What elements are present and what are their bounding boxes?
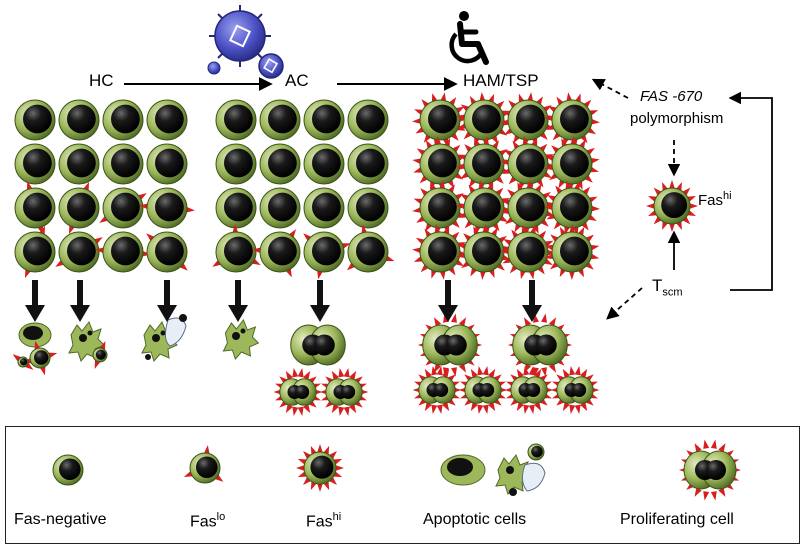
- grid-cell: [139, 187, 195, 229]
- apoptotic-fragment: [22, 340, 58, 376]
- legend-box: [5, 426, 800, 544]
- fas-gene-label: FAS -670: [640, 88, 703, 105]
- legend-icon-proliferating: [679, 439, 741, 501]
- tscm-label: Tscm: [652, 276, 683, 299]
- proliferating-cell: [504, 365, 554, 415]
- grid-cell: [456, 224, 512, 280]
- grid-cell: [544, 224, 600, 280]
- proliferating-cell: [417, 313, 483, 377]
- grid-cell: [500, 136, 556, 192]
- proliferating-cell: [458, 365, 508, 415]
- grid-cell: [303, 99, 345, 141]
- grid-cell: [412, 224, 468, 280]
- grid-cell: [58, 99, 100, 141]
- grid-cell: [55, 231, 103, 273]
- grid-cell: [259, 187, 301, 229]
- annotation-arrows: [591, 78, 773, 320]
- legend-label-proliferating: Proliferating cell: [620, 511, 734, 528]
- proliferating-cell: [550, 365, 600, 415]
- grid-cell: [58, 143, 100, 185]
- wheelchair-icon: [449, 11, 489, 65]
- grid-cell: [544, 180, 600, 236]
- proliferating-cell: [319, 367, 369, 417]
- legend-label-fas-hi: Fashi: [306, 511, 342, 531]
- grid-cell: [215, 187, 257, 229]
- apoptosis-proliferation: [12, 180, 698, 417]
- cell-grids: [14, 92, 600, 280]
- grid-cell: [544, 92, 600, 148]
- polymorphism-label: polymorphism: [630, 110, 724, 127]
- grid-cell: [14, 143, 56, 185]
- grid-cell: [412, 92, 468, 148]
- proliferating-cell: [412, 365, 462, 415]
- stage-label-ac: AC: [285, 71, 309, 90]
- grid-cell: [14, 225, 56, 279]
- grid-cell: [259, 99, 301, 141]
- apoptotic-fragment: [12, 354, 34, 370]
- grid-cell: [146, 99, 188, 141]
- grid-cell: [146, 231, 188, 273]
- grid-cell: [303, 231, 351, 280]
- grid-cell: [14, 181, 56, 235]
- grid-cell: [412, 180, 468, 236]
- grid-cell: [456, 92, 512, 148]
- grid-cell: [215, 99, 257, 141]
- proliferating-cell: [507, 313, 573, 377]
- legend-label-apoptotic: Apoptotic cells: [423, 511, 527, 528]
- proliferating-cell: [290, 324, 346, 366]
- virus-icon: [207, 5, 284, 79]
- grid-cell: [500, 224, 556, 280]
- legend-label-fas-negative: Fas-negative: [14, 511, 107, 528]
- grid-cell: [500, 92, 556, 148]
- grid-cell: [412, 136, 468, 192]
- fas-hi-annotation: Fashi: [698, 190, 732, 209]
- grid-cell: [99, 187, 147, 229]
- grid-cell: [259, 143, 301, 185]
- grid-cell: [456, 180, 512, 236]
- grid-cell: [252, 229, 301, 278]
- grid-cell: [102, 99, 144, 141]
- grid-cell: [215, 143, 257, 185]
- apoptotic-fragment: [92, 340, 108, 370]
- grid-cell: [95, 231, 151, 273]
- grid-cell: [500, 180, 556, 236]
- fas-hi-cell: [646, 180, 698, 232]
- grid-cell: [347, 143, 389, 185]
- grid-cell: [456, 136, 512, 192]
- stage-label-hc: HC: [89, 71, 114, 90]
- grid-cell: [212, 224, 261, 273]
- legend-label-fas-lo: Faslo: [190, 511, 226, 531]
- legend-icon-apoptotic: [440, 443, 546, 496]
- grid-cell: [102, 143, 144, 185]
- grid-cell: [58, 181, 100, 235]
- legend-icon-fas-negative: [52, 454, 84, 486]
- grid-cell: [347, 187, 389, 229]
- grid-cell: [346, 224, 395, 273]
- grid-cell: [14, 99, 56, 141]
- apoptotic-fragment: [527, 443, 545, 461]
- grid-cell: [303, 187, 345, 229]
- grid-cell: [146, 143, 188, 185]
- stage-label-ham-tsp: HAM/TSP: [463, 71, 539, 90]
- apoptotic-cell: [222, 319, 260, 360]
- legend-icon-fas-hi: [296, 444, 344, 492]
- proliferating-cell: [273, 367, 323, 417]
- legend-icon-fas-lo: [183, 445, 224, 484]
- down-arrows: [25, 280, 542, 322]
- legend-icons: [52, 439, 741, 501]
- grid-cell: [303, 143, 345, 185]
- grid-cell: [544, 136, 600, 192]
- grid-cell: [347, 99, 389, 141]
